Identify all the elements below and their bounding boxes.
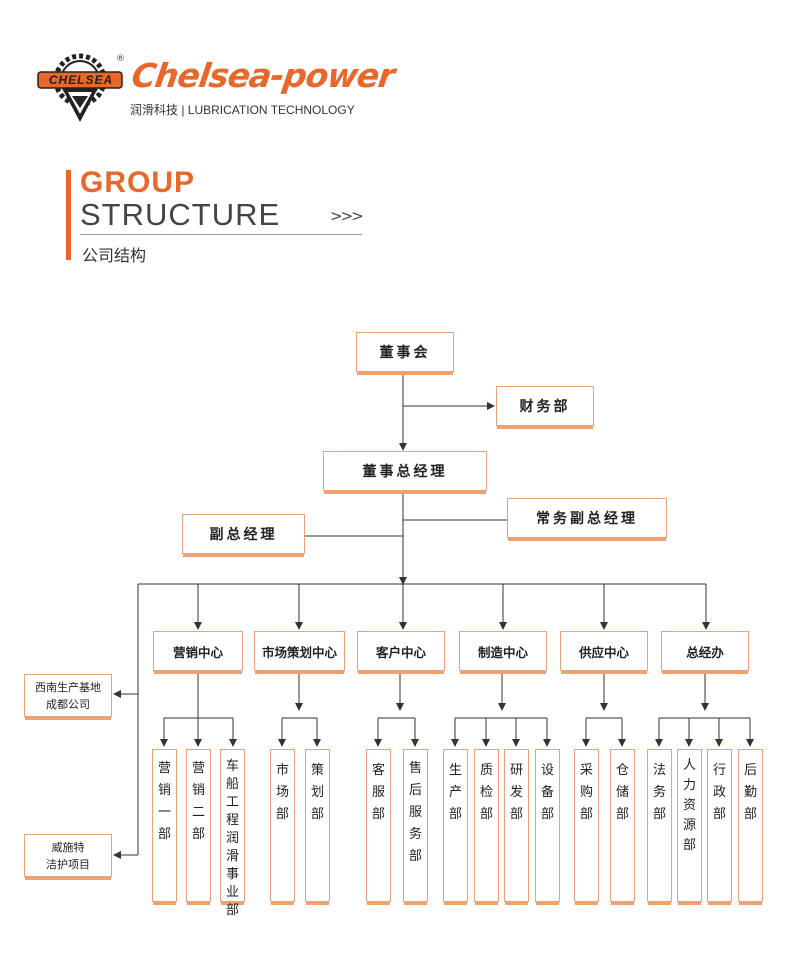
- dept-box: 设备部: [535, 749, 560, 902]
- dept-label: 客服部: [371, 763, 385, 822]
- center-box-marketing: 营销中心: [153, 631, 243, 671]
- dept-label: 策划部: [310, 763, 324, 822]
- board-box: 董事会: [356, 332, 454, 372]
- dept-label: 售后服务部: [408, 761, 422, 864]
- title-arrows: >>>: [330, 207, 364, 225]
- title-structure: STRUCTURE: [80, 197, 281, 232]
- side-unit-weishite-label: 威施特 洁护项目: [46, 840, 90, 871]
- dept-box: 法务部: [647, 749, 672, 902]
- dept-box: 售后服务部: [403, 749, 428, 902]
- dept-label: 人力资源部: [682, 758, 696, 853]
- center-box-planning: 市场策划中心: [254, 631, 345, 671]
- center-box-manufacturing: 制造中心: [459, 631, 547, 671]
- dept-label: 营销一部: [157, 761, 171, 842]
- brand-tagline: 润滑科技 | LUBRICATION TECHNOLOGY: [130, 103, 355, 117]
- dept-label: 仓储部: [615, 763, 629, 822]
- dept-box: 质检部: [474, 749, 499, 902]
- title-subtitle: 公司结构: [82, 246, 147, 265]
- dept-box: 营销一部: [152, 749, 177, 902]
- title-underline: [80, 234, 362, 235]
- center-box-supply: 供应中心: [560, 631, 648, 671]
- dept-box: 策划部: [305, 749, 330, 902]
- dept-box: 行政部: [707, 749, 732, 902]
- dept-box: 人力资源部: [677, 749, 702, 902]
- registered-mark: ®: [116, 54, 125, 64]
- dept-box: 营销二部: [186, 749, 211, 902]
- side-unit-chengdu-label: 西南生产基地 成都公司: [35, 680, 101, 711]
- dept-label: 设备部: [540, 763, 554, 822]
- dept-label: 采购部: [579, 763, 593, 822]
- dept-box: 客服部: [366, 749, 391, 902]
- title-accent-bar: [66, 170, 71, 260]
- center-box-customer: 客户中心: [357, 631, 445, 671]
- dept-label: 车船工程润滑事业部: [225, 759, 239, 918]
- company-logo: CHELSEA ® Chelsea-power 润滑科技 | LUBRICATI…: [36, 52, 397, 124]
- gear-badge-icon: [37, 53, 123, 122]
- center-box-gm-office: 总经办: [661, 631, 749, 671]
- dept-label: 行政部: [712, 763, 726, 822]
- dept-box: 后勤部: [738, 749, 763, 902]
- dept-label: 生产部: [448, 763, 462, 822]
- ceo-box: 董事总经理: [323, 451, 487, 491]
- title-group: GROUP: [80, 166, 196, 199]
- dept-box: 研发部: [504, 749, 529, 902]
- dept-box: 生产部: [443, 749, 468, 902]
- dept-label: 法务部: [652, 763, 666, 822]
- vice-gm-box: 副总经理: [182, 514, 305, 554]
- dept-box: 仓储部: [610, 749, 635, 902]
- dept-label: 营销二部: [191, 761, 205, 842]
- exec-vice-gm-box: 常务副总经理: [507, 498, 667, 538]
- dept-label: 市场部: [275, 763, 289, 822]
- side-unit-chengdu: 西南生产基地 成都公司: [24, 674, 112, 717]
- dept-box: 市场部: [270, 749, 295, 902]
- dept-box: 车船工程润滑事业部: [220, 749, 245, 918]
- side-unit-weishite: 威施特 洁护项目: [24, 834, 112, 877]
- dept-label: 质检部: [479, 763, 493, 822]
- badge-text: CHELSEA: [48, 73, 114, 87]
- finance-box: 财务部: [496, 386, 594, 426]
- dept-label: 后勤部: [743, 763, 757, 822]
- dept-box: 采购部: [574, 749, 599, 902]
- dept-label: 研发部: [509, 763, 523, 822]
